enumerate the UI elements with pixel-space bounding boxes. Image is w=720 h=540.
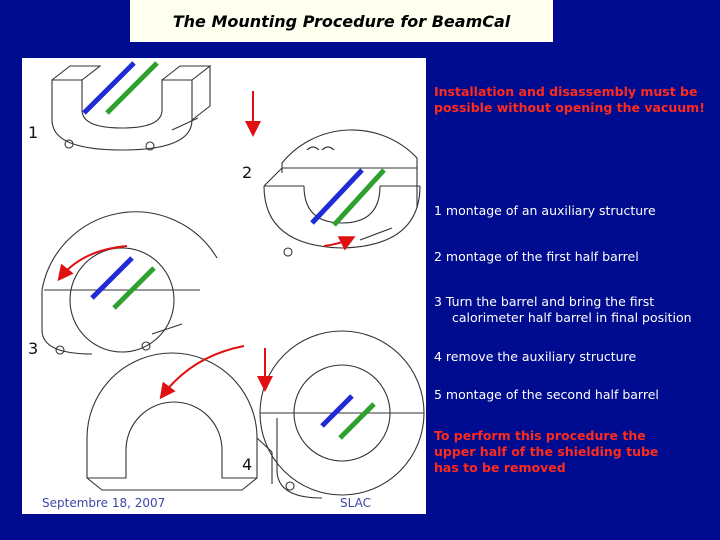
step-text-3-line2: calorimeter half barrel in final positio… (452, 310, 692, 325)
mounting-diagram-svg: 1 2 3 4 (28, 61, 425, 499)
step1-beam-tubes (82, 61, 159, 115)
footer-date: Septembre 18, 2007 (42, 496, 166, 510)
step-text-3: 3 Turn the barrel and bring the first ca… (434, 294, 692, 326)
step-text-5: 5 montage of the second half barrel (434, 387, 659, 402)
step3-beam-tubes (90, 256, 156, 310)
rotate-arrow-right (323, 236, 356, 251)
requirement-note: Installation and disassembly must be pos… (434, 84, 705, 115)
step-text-3-line1: 3 Turn the barrel and bring the first (434, 294, 655, 309)
title-box: The Mounting Procedure for BeamCal (130, 0, 553, 42)
step2-beam-tubes (310, 168, 386, 227)
step-label-2: 2 (242, 163, 252, 182)
rotate-arrow-left (57, 245, 128, 282)
mounting-diagram: 1 2 3 4 (22, 58, 426, 514)
step1-auxiliary-structure (51, 65, 212, 151)
step-text-4: 4 remove the auxiliary structure (434, 349, 637, 364)
step-label-4: 4 (242, 455, 252, 474)
step-text-1: 1 montage of an auxiliary structure (434, 203, 656, 218)
step-label-1: 1 (28, 123, 38, 142)
step3-barrel (41, 211, 218, 355)
footer-location: SLAC (340, 496, 371, 510)
slide-title: The Mounting Procedure for BeamCal (172, 11, 511, 31)
step-label-3: 3 (28, 339, 38, 358)
step4-second-half-shell (86, 352, 273, 491)
warning-note: To perform this procedure the upper half… (434, 428, 659, 475)
curved-arrow-step4 (159, 345, 245, 400)
step-text-2: 2 montage of the first half barrel (434, 249, 639, 264)
step4-beam-tubes (320, 394, 376, 440)
step4-full-barrel (259, 330, 425, 499)
